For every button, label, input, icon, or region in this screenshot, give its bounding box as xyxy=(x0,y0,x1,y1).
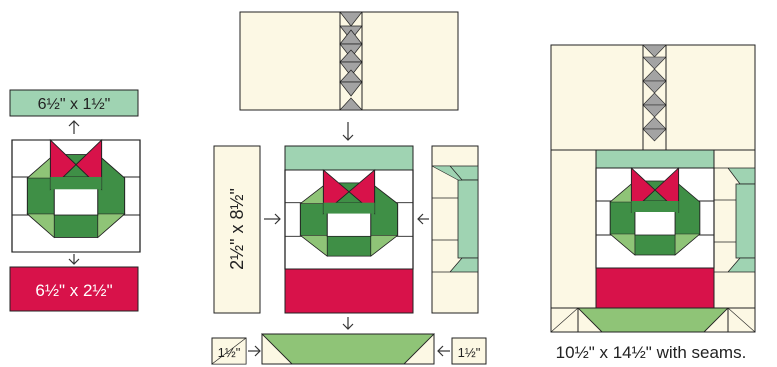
wreath-block-center xyxy=(284,169,414,270)
bottom-strip-label: 6½" x 2½" xyxy=(35,281,112,300)
top-strip xyxy=(9,89,139,117)
corner-right-label: 1½" xyxy=(458,345,481,360)
bottom-strip xyxy=(9,266,139,312)
top-panel-left xyxy=(239,11,341,111)
middle-assembly-group: 2½" x 8½" xyxy=(211,11,487,365)
arrow-left-icon xyxy=(417,213,429,225)
top-panel-right xyxy=(361,11,459,111)
arrow-down-icon xyxy=(68,254,80,265)
finished-right-motif xyxy=(714,167,756,273)
center-top-strip xyxy=(284,145,414,171)
finished-mint-strip xyxy=(595,149,715,169)
finished-block-group: 10½" x 14½" with seams. xyxy=(550,44,756,362)
left-block-group: 6½" x 1½" 6½" x 2½" xyxy=(9,89,141,312)
flying-geese-column xyxy=(339,11,363,111)
arrow-up-icon xyxy=(68,120,80,134)
wreath-block-left xyxy=(11,139,141,253)
finished-red-strip xyxy=(595,267,715,309)
top-strip-label: 6½" x 1½" xyxy=(38,96,111,113)
corner-piece-right: 1½" xyxy=(451,337,487,365)
finished-bottom-row xyxy=(550,307,756,333)
finished-flying-geese xyxy=(642,44,667,142)
finished-block-caption: 10½" x 14½" with seams. xyxy=(556,343,747,362)
left-side-strip-label: 2½" x 8½" xyxy=(227,188,247,270)
arrow-down-icon xyxy=(342,317,354,330)
right-side-strip xyxy=(431,145,479,314)
bottom-trapezoid-strip xyxy=(260,333,436,365)
left-side-strip xyxy=(213,145,261,314)
arrow-left-icon xyxy=(437,345,450,357)
arrow-right-icon xyxy=(264,213,281,225)
arrow-down-icon xyxy=(342,122,354,141)
center-bottom-strip xyxy=(284,268,414,314)
corner-piece-left: 1½" xyxy=(211,337,247,365)
finished-wreath-block xyxy=(595,167,715,269)
corner-left-label: 1½" xyxy=(218,345,241,360)
arrow-right-icon xyxy=(248,345,261,357)
